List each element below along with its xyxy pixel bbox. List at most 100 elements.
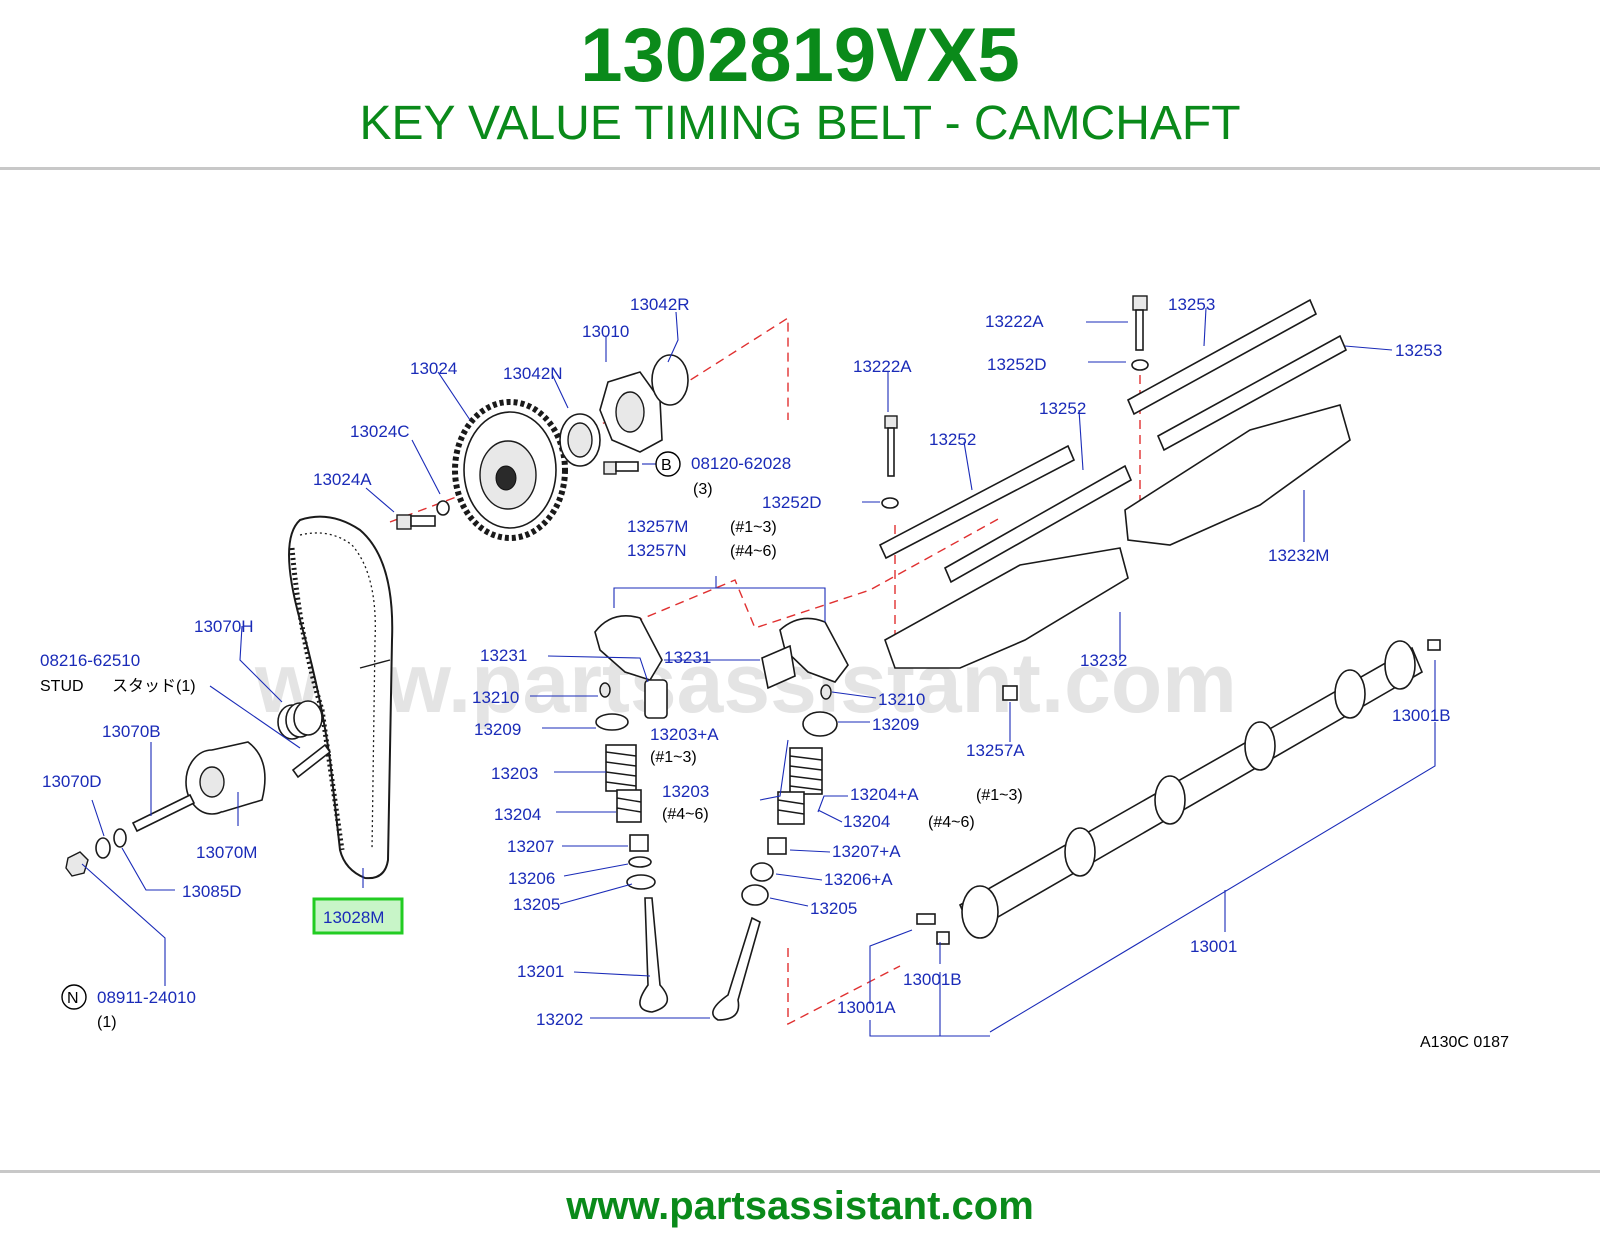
callout-13204a-range: (#1~3) bbox=[976, 787, 1023, 804]
tensioner-bolt bbox=[131, 793, 196, 833]
badge-b-letter: B bbox=[661, 457, 672, 474]
callout-08911-qty: (1) bbox=[97, 1014, 117, 1031]
callout-13232[interactable]: 13232 bbox=[1080, 651, 1127, 670]
callout-13253-right[interactable]: 13253 bbox=[1395, 341, 1442, 360]
callout-13201[interactable]: 13201 bbox=[517, 962, 564, 981]
callout-13203a[interactable]: 13203+A bbox=[650, 725, 719, 744]
callout-13203a-range: (#1~3) bbox=[650, 749, 697, 766]
valve-train-parts bbox=[595, 644, 838, 737]
callout-13257m[interactable]: 13257M bbox=[627, 517, 688, 536]
valves bbox=[639, 897, 761, 1021]
valve-seals bbox=[626, 834, 787, 906]
callout-13204-right[interactable]: 13204 bbox=[843, 812, 890, 831]
callout-13210-left[interactable]: 13210 bbox=[472, 688, 519, 707]
header-divider bbox=[0, 167, 1600, 170]
callout-13253-top[interactable]: 13253 bbox=[1168, 295, 1215, 314]
watermark-text: www.partsassistant.com bbox=[254, 636, 1237, 730]
callout-13070m[interactable]: 13070M bbox=[196, 843, 257, 862]
callout-13042n[interactable]: 13042N bbox=[503, 364, 563, 383]
callout-13257a[interactable]: 13257A bbox=[966, 741, 1025, 760]
callout-13252-left[interactable]: 13252 bbox=[929, 430, 976, 449]
callout-stud-jp: スタッド(1) bbox=[112, 677, 196, 695]
callout-13205-right[interactable]: 13205 bbox=[810, 899, 857, 918]
callout-13024c[interactable]: 13024C bbox=[350, 422, 410, 441]
callout-13222a-mid[interactable]: 13222A bbox=[853, 357, 912, 376]
callout-13203-right[interactable]: 13203 bbox=[662, 782, 709, 801]
washer bbox=[113, 828, 127, 848]
oil-seal bbox=[559, 413, 601, 467]
callout-13001a[interactable]: 13001A bbox=[837, 998, 896, 1017]
callout-08216-62510[interactable]: 08216-62510 bbox=[40, 651, 140, 670]
callout-08911-24010[interactable]: 08911-24010 bbox=[97, 988, 196, 1007]
callout-13204a[interactable]: 13204+A bbox=[850, 785, 919, 804]
callout-13252d-mid[interactable]: 13252D bbox=[762, 493, 822, 512]
callout-13070h[interactable]: 13070H bbox=[194, 617, 254, 636]
timing-belt bbox=[288, 515, 394, 880]
callout-13085d[interactable]: 13085D bbox=[182, 882, 242, 901]
callout-13203-range: (#4~6) bbox=[662, 806, 709, 823]
callout-13001b-low[interactable]: 13001B bbox=[903, 970, 962, 989]
tensioner-spring bbox=[277, 700, 323, 740]
callout-13231-right[interactable]: 13231 bbox=[664, 648, 711, 667]
footer-url[interactable]: www.partsassistant.com bbox=[566, 1184, 1034, 1228]
camshaft-housing bbox=[599, 371, 663, 453]
callout-13209-right[interactable]: 13209 bbox=[872, 715, 919, 734]
nut bbox=[65, 851, 89, 877]
shaft-bolts bbox=[881, 295, 1149, 509]
callout-13257n[interactable]: 13257N bbox=[627, 541, 687, 560]
callout-08120-62028[interactable]: 08120-62028 bbox=[691, 454, 791, 473]
cam-brackets bbox=[884, 404, 1351, 701]
callout-13207[interactable]: 13207 bbox=[507, 837, 554, 856]
callout-13070b[interactable]: 13070B bbox=[102, 722, 161, 741]
callout-13222a-top[interactable]: 13222A bbox=[985, 312, 1044, 331]
callout-13231-left[interactable]: 13231 bbox=[480, 646, 527, 665]
callout-13028m[interactable]: 13028M bbox=[323, 908, 384, 927]
callout-13204-range: (#4~6) bbox=[928, 814, 975, 831]
valve-springs bbox=[605, 744, 823, 825]
callout-13042r[interactable]: 13042R bbox=[630, 295, 690, 314]
callout-labels: 13042R 13010 13024 13042N 13024C 13024A … bbox=[40, 295, 1509, 1051]
callout-13257n-range: (#4~6) bbox=[730, 543, 777, 560]
badge-b: B bbox=[655, 451, 681, 477]
callout-13210-right[interactable]: 13210 bbox=[878, 690, 925, 709]
stud bbox=[291, 743, 332, 779]
callout-13252d-top[interactable]: 13252D bbox=[987, 355, 1047, 374]
washer-2 bbox=[95, 837, 111, 859]
callout-stud: STUD bbox=[40, 678, 84, 695]
callout-13209-left[interactable]: 13209 bbox=[474, 720, 521, 739]
callout-13001b-right[interactable]: 13001B bbox=[1392, 706, 1451, 725]
camshaft-sprocket bbox=[452, 399, 568, 541]
tensioner-pulley bbox=[185, 741, 266, 815]
highlight-box bbox=[312, 897, 404, 935]
callout-13001[interactable]: 13001 bbox=[1190, 937, 1237, 956]
o-ring bbox=[651, 354, 689, 406]
rocker-shafts bbox=[878, 298, 1348, 584]
callout-13206[interactable]: 13206 bbox=[508, 869, 555, 888]
sprocket-bolt bbox=[396, 500, 450, 530]
callout-13257m-range: (#1~3) bbox=[730, 519, 777, 536]
rocker-arms bbox=[594, 615, 849, 683]
callout-13252-right[interactable]: 13252 bbox=[1039, 399, 1086, 418]
callout-13010[interactable]: 13010 bbox=[582, 322, 629, 341]
callout-13205-left[interactable]: 13205 bbox=[513, 895, 560, 914]
camshaft bbox=[916, 639, 1441, 945]
callout-13024a[interactable]: 13024A bbox=[313, 470, 372, 489]
leader-lines bbox=[81, 307, 1436, 1037]
diagram-code: A130C 0187 bbox=[1420, 1034, 1509, 1051]
callout-08120-qty: (3) bbox=[693, 481, 713, 498]
badge-n-letter: N bbox=[67, 990, 79, 1007]
footer-divider bbox=[0, 1170, 1600, 1173]
callout-13203-left[interactable]: 13203 bbox=[491, 764, 538, 783]
badge-n: N bbox=[61, 984, 87, 1010]
callout-13202[interactable]: 13202 bbox=[536, 1010, 583, 1029]
callout-13204-left[interactable]: 13204 bbox=[494, 805, 541, 824]
callout-13024[interactable]: 13024 bbox=[410, 359, 457, 378]
housing-bolt bbox=[603, 461, 639, 475]
part-number-title: 1302819VX5 bbox=[580, 13, 1020, 98]
diagram-subtitle: KEY VALUE TIMING BELT - CAMCHAFT bbox=[359, 97, 1241, 150]
callout-13207a[interactable]: 13207+A bbox=[832, 842, 901, 861]
callout-13232m[interactable]: 13232M bbox=[1268, 546, 1329, 565]
callout-13206a[interactable]: 13206+A bbox=[824, 870, 893, 889]
callout-13070d[interactable]: 13070D bbox=[42, 772, 102, 791]
